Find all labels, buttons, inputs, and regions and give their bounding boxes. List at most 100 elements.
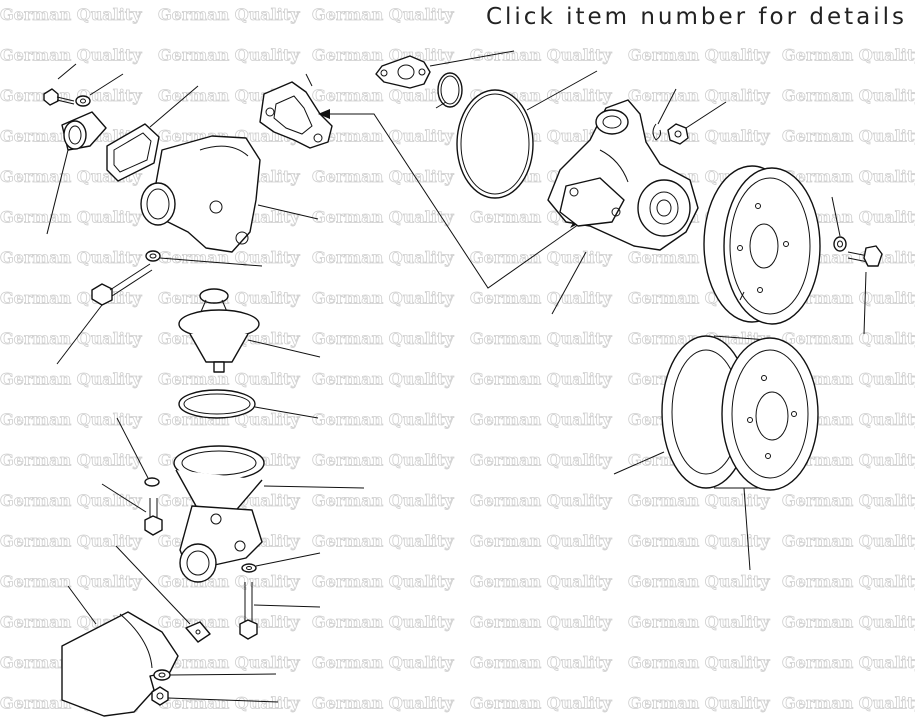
- watermark-text: German Quality: [782, 653, 915, 672]
- part-pulley-upper[interactable]: [703, 165, 821, 325]
- watermark-text: German Quality: [312, 451, 454, 470]
- watermark-text: German Quality: [628, 653, 770, 672]
- watermark-text: German Quality: [470, 572, 612, 591]
- watermark-text: German Quality: [312, 491, 454, 510]
- part-o-ring-thermostat[interactable]: [178, 389, 319, 419]
- watermark-text: German Quality: [312, 370, 454, 389]
- part-thermostat-housing-upper[interactable]: [140, 135, 319, 253]
- watermark-text: German Quality: [782, 46, 915, 65]
- watermark-text: German Quality: [158, 5, 300, 24]
- part-bolt-small-top-left[interactable]: [43, 63, 77, 106]
- watermark-text: German Quality: [312, 167, 454, 186]
- watermark-text: German Quality: [782, 86, 915, 105]
- watermark-text: German Quality: [312, 86, 454, 105]
- part-o-ring-small[interactable]: [435, 72, 463, 109]
- watermark-text: German Quality: [158, 289, 300, 308]
- part-thermostat[interactable]: [178, 288, 321, 373]
- watermark-text: German Quality: [782, 289, 915, 308]
- watermark-text: German Quality: [628, 86, 770, 105]
- watermark-text: German Quality: [470, 613, 612, 632]
- watermark-text: German Quality: [312, 289, 454, 308]
- watermark-text: German Quality: [470, 491, 612, 510]
- watermark-text: German Quality: [628, 127, 770, 146]
- part-washer-lower-right[interactable]: [241, 552, 321, 573]
- watermark-text: German Quality: [312, 208, 454, 227]
- part-washer-lower-left[interactable]: [116, 417, 160, 487]
- watermark-text: German Quality: [628, 694, 770, 713]
- watermark-text: German Quality: [782, 613, 915, 632]
- watermark-text: German Quality: [782, 167, 915, 186]
- watermark-text: German Quality: [0, 248, 142, 267]
- part-circlip-right[interactable]: [652, 88, 677, 141]
- watermark-text: German Quality: [782, 451, 915, 470]
- watermark-text: German Quality: [782, 532, 915, 551]
- part-washer-right[interactable]: [831, 196, 847, 252]
- part-washer-small-top-left[interactable]: [75, 73, 124, 107]
- watermark-text: German Quality: [470, 46, 612, 65]
- watermark-text: German Quality: [782, 694, 915, 713]
- watermark-text: German Quality: [470, 329, 612, 348]
- watermark-text: German Quality: [782, 329, 915, 348]
- watermark-text: German Quality: [0, 572, 142, 591]
- watermark-text: German Quality: [470, 289, 612, 308]
- watermark-text: German Quality: [0, 370, 142, 389]
- watermark-text: German Quality: [312, 572, 454, 591]
- part-nut-bottom[interactable]: [151, 686, 279, 706]
- part-washer-bottom[interactable]: [153, 669, 277, 681]
- watermark-text: German Quality: [0, 491, 142, 510]
- watermark-text: German Quality: [0, 289, 142, 308]
- watermark-text: German Quality: [312, 46, 454, 65]
- watermark-text: German Quality: [470, 451, 612, 470]
- watermark-text: German Quality: [312, 613, 454, 632]
- watermark-text: German Quality: [312, 329, 454, 348]
- part-pulley-lower[interactable]: [613, 335, 819, 571]
- watermark-text: German Quality: [0, 5, 142, 24]
- watermark-text: German Quality: [782, 491, 915, 510]
- watermark-text: German Quality: [158, 694, 300, 713]
- part-bolt-right[interactable]: [847, 245, 883, 335]
- watermark-text: German Quality: [782, 127, 915, 146]
- part-flange-elbow[interactable]: [46, 111, 107, 235]
- part-gasket-pump-top[interactable]: [375, 50, 515, 89]
- watermark-text: German Quality: [0, 532, 142, 551]
- watermark-text: German Quality: [470, 370, 612, 389]
- part-sealing-ring-small[interactable]: [145, 250, 263, 267]
- part-gasket-elbow[interactable]: [106, 85, 199, 182]
- watermark-text: German Quality: [158, 572, 300, 591]
- watermark-text: German Quality: [312, 248, 454, 267]
- watermark-text: German Quality: [0, 167, 142, 186]
- watermark-text: German Quality: [470, 694, 612, 713]
- watermark-text: German Quality: [628, 613, 770, 632]
- watermark-text: German Quality: [158, 653, 300, 672]
- watermark-text: German Quality: [158, 613, 300, 632]
- watermark-text: German Quality: [312, 694, 454, 713]
- part-long-bolt[interactable]: [56, 263, 153, 365]
- watermark-text: German Quality: [0, 86, 142, 105]
- watermark-text: German Quality: [0, 410, 142, 429]
- click-instruction: Click item number for details: [485, 4, 907, 30]
- watermark-text: German Quality: [470, 532, 612, 551]
- part-nut-right[interactable]: [667, 101, 727, 145]
- watermark-text: German Quality: [312, 532, 454, 551]
- part-gasket-pump[interactable]: [259, 73, 333, 149]
- watermark-text: German Quality: [628, 572, 770, 591]
- watermark-text: German Quality: [628, 46, 770, 65]
- part-thermostat-housing-lower[interactable]: [173, 445, 365, 583]
- watermark-text: German Quality: [782, 572, 915, 591]
- part-water-pump[interactable]: [547, 99, 699, 315]
- part-bolt-lower-right[interactable]: [239, 582, 321, 640]
- part-o-ring-large[interactable]: [456, 70, 598, 199]
- watermark-text: German Quality: [0, 46, 142, 65]
- watermark-text: German Quality: [312, 653, 454, 672]
- watermark-text: German Quality: [0, 329, 142, 348]
- watermark-text: German Quality: [158, 46, 300, 65]
- watermark-text: German Quality: [0, 208, 142, 227]
- watermark-text: German Quality: [628, 532, 770, 551]
- part-heat-shield[interactable]: [61, 585, 179, 717]
- part-bolt-lower-left[interactable]: [101, 483, 163, 536]
- part-clip-plate[interactable]: [115, 545, 211, 643]
- watermark-text: German Quality: [312, 5, 454, 24]
- watermark-text: German Quality: [0, 451, 142, 470]
